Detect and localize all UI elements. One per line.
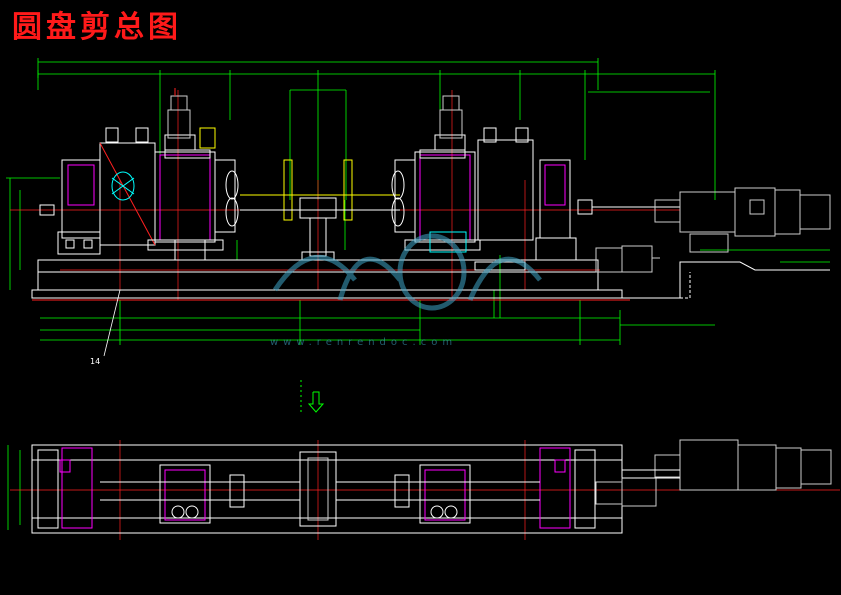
view-direction-arrow <box>300 380 325 413</box>
foundation-outline <box>598 261 700 299</box>
center-coupling <box>240 159 400 261</box>
drawing-title: 圆盘剪总图 <box>12 10 182 45</box>
left-entry-guide <box>39 159 101 255</box>
callout-label: 14 <box>90 357 100 366</box>
callout-marker: 14 <box>90 289 121 366</box>
base-frame <box>31 259 630 301</box>
main-drive-motor <box>654 187 831 271</box>
front-elevation-view <box>6 58 831 345</box>
auxiliary-motor <box>595 245 660 273</box>
watermark: www.renrendoc.com <box>270 233 542 348</box>
plan-view <box>7 439 840 540</box>
dimension-lines <box>6 58 830 345</box>
watermark-text: www.renrendoc.com <box>270 337 457 348</box>
